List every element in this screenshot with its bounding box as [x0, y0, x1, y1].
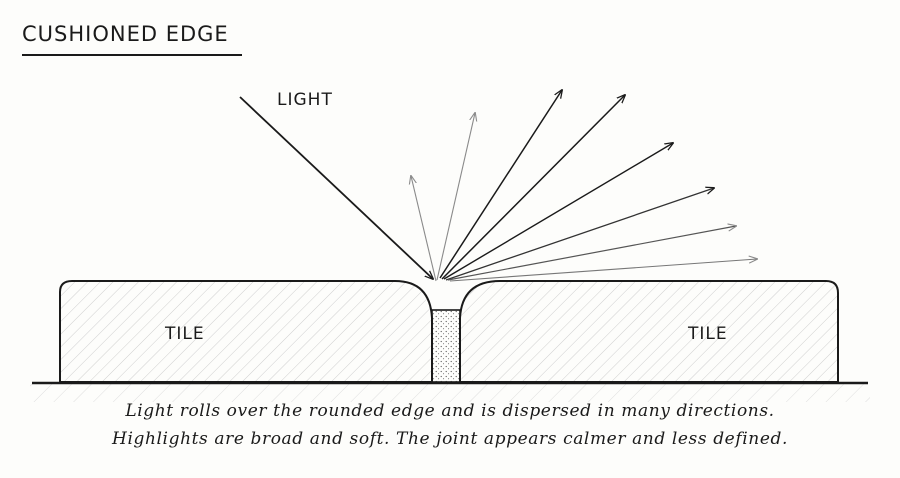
caption-line-1: Light rolls over the rounded edge and is… — [125, 401, 775, 421]
incoming-light-arrow-icon — [239, 96, 433, 279]
caption-line-2: Highlights are broad and soft. The joint… — [112, 429, 788, 449]
scattered-ray-arrow-icon — [449, 259, 757, 282]
light-label: LIGHT — [277, 90, 333, 110]
scattered-ray-arrow-icon — [436, 113, 475, 281]
right-tile-label: TILE — [688, 324, 728, 344]
scattered-ray-arrow-icon — [439, 90, 562, 279]
grout-joint — [431, 309, 461, 383]
diagram-title: CUSHIONED EDGE — [22, 22, 229, 46]
left-tile — [59, 280, 433, 383]
left-tile-label: TILE — [165, 324, 205, 344]
scattered-ray-arrow-icon — [441, 95, 625, 280]
ground-hatch — [30, 384, 870, 402]
right-tile — [459, 280, 839, 383]
scattered-ray-arrow-icon — [445, 188, 714, 281]
scattered-ray-arrow-icon — [443, 143, 673, 280]
title-underline — [22, 54, 242, 56]
scattered-ray-arrow-icon — [447, 226, 736, 281]
scattered-ray-arrow-icon — [411, 176, 437, 282]
